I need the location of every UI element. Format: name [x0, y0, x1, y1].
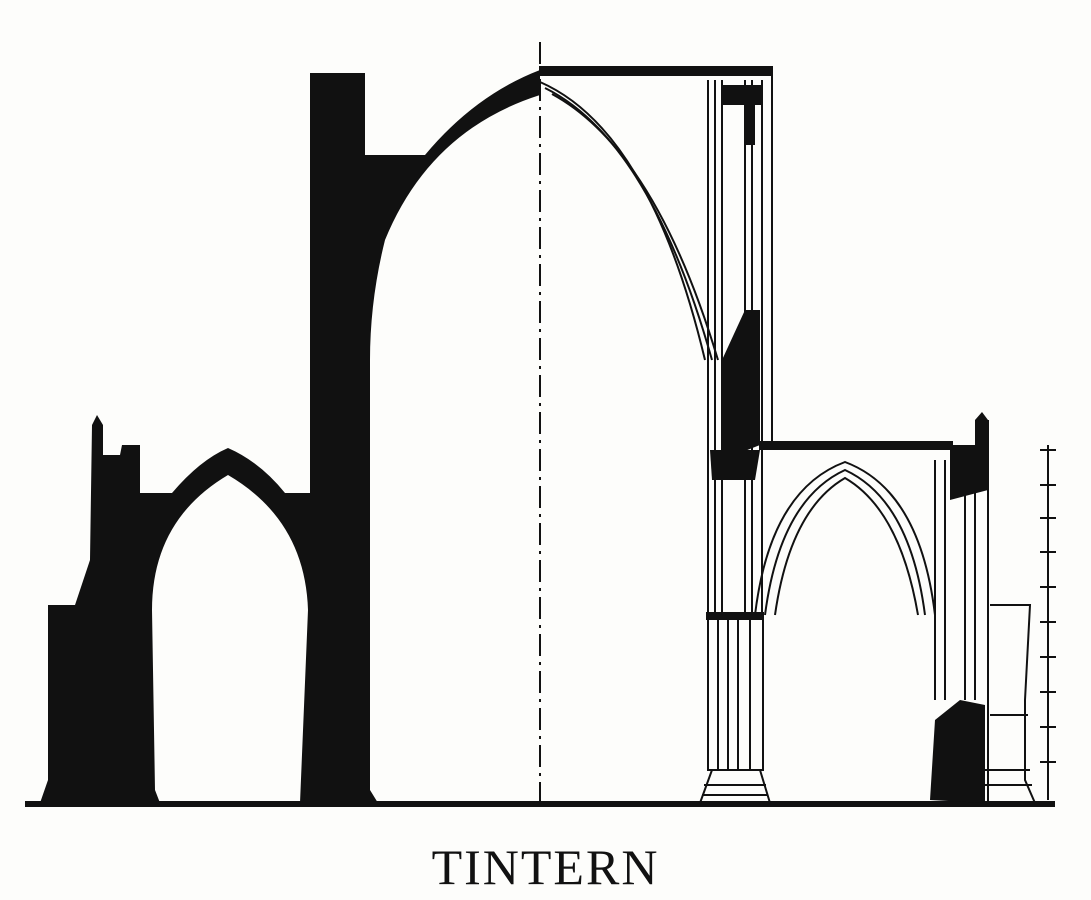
aisle-arch [754, 460, 936, 616]
left-aisle-wall [40, 415, 310, 803]
nave-wall-pier [302, 70, 540, 803]
drawing-caption: TINTERN [431, 839, 660, 895]
scale-bar [1040, 445, 1056, 800]
nave-pier [699, 614, 771, 804]
